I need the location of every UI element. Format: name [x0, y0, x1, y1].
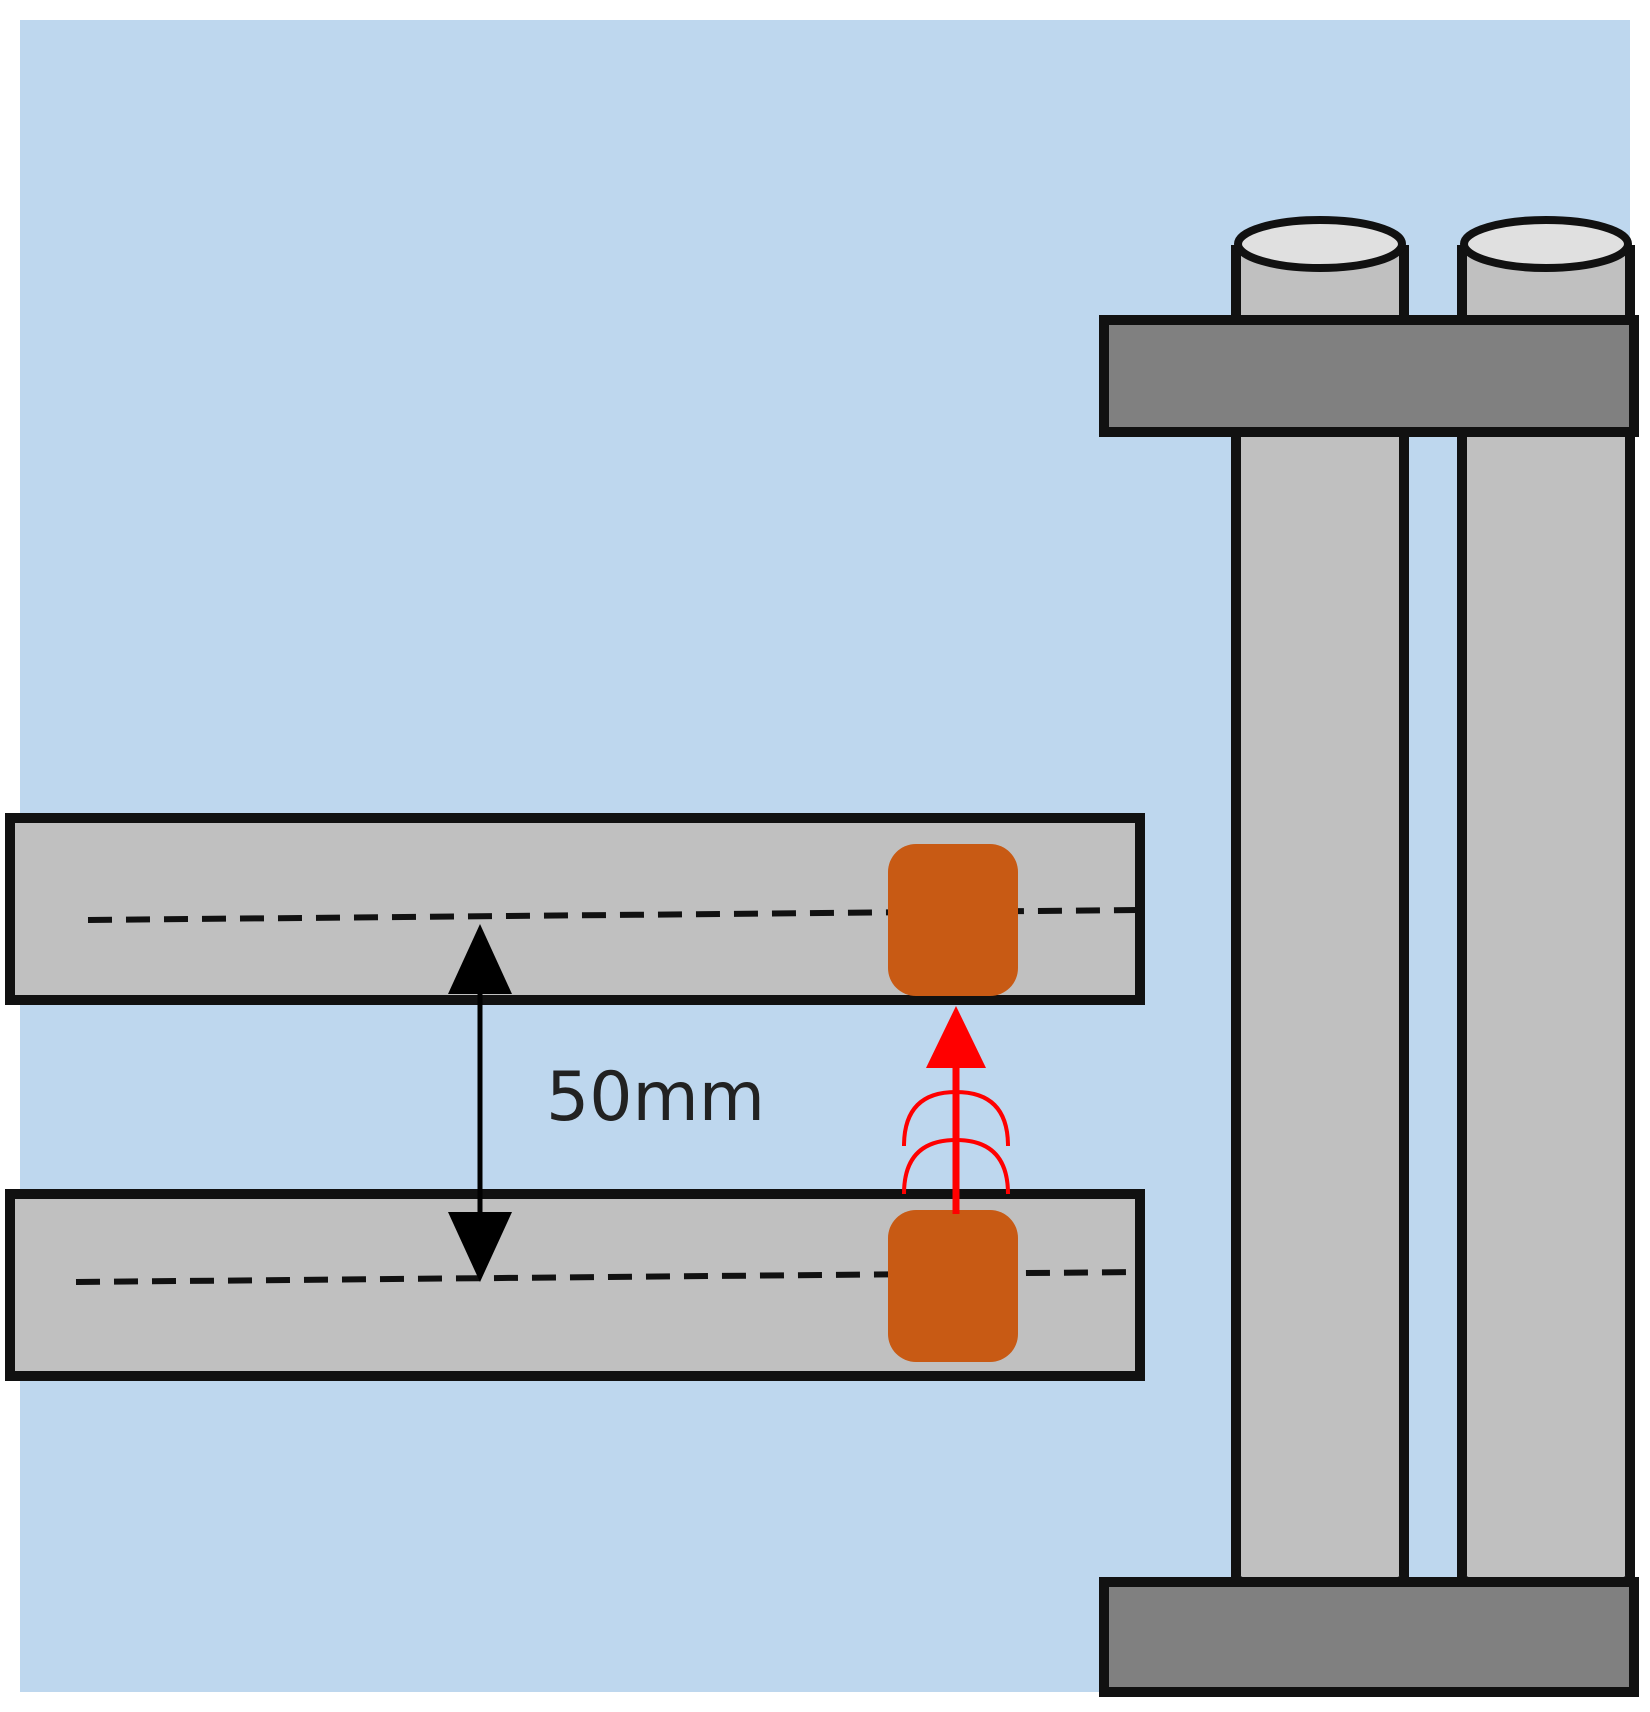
post-right-cap: [1460, 216, 1632, 272]
dimension-arrowhead-down: [448, 1212, 512, 1282]
upper-sensor: [888, 844, 1018, 996]
post-right-cover: [1467, 1550, 1625, 1576]
bottom-plate: [1099, 1577, 1639, 1697]
signal-wave-lower: [902, 1137, 1010, 1195]
signal-wave-upper: [902, 1089, 1010, 1147]
signal-arrow: [902, 1006, 1010, 1214]
top-plate: [1099, 315, 1639, 437]
post-right-body: [1457, 245, 1635, 1581]
post-left: [1231, 216, 1409, 1594]
post-left-cap: [1234, 216, 1406, 272]
post-left-cover: [1241, 1550, 1399, 1576]
spacing-label: 50mm: [546, 1058, 765, 1137]
signal-arrowhead: [926, 1006, 986, 1068]
lower-sensor: [888, 1210, 1018, 1362]
post-left-body: [1231, 245, 1409, 1581]
dimension-arrowhead-up: [448, 924, 512, 994]
dimension-arrow: [448, 924, 512, 1282]
